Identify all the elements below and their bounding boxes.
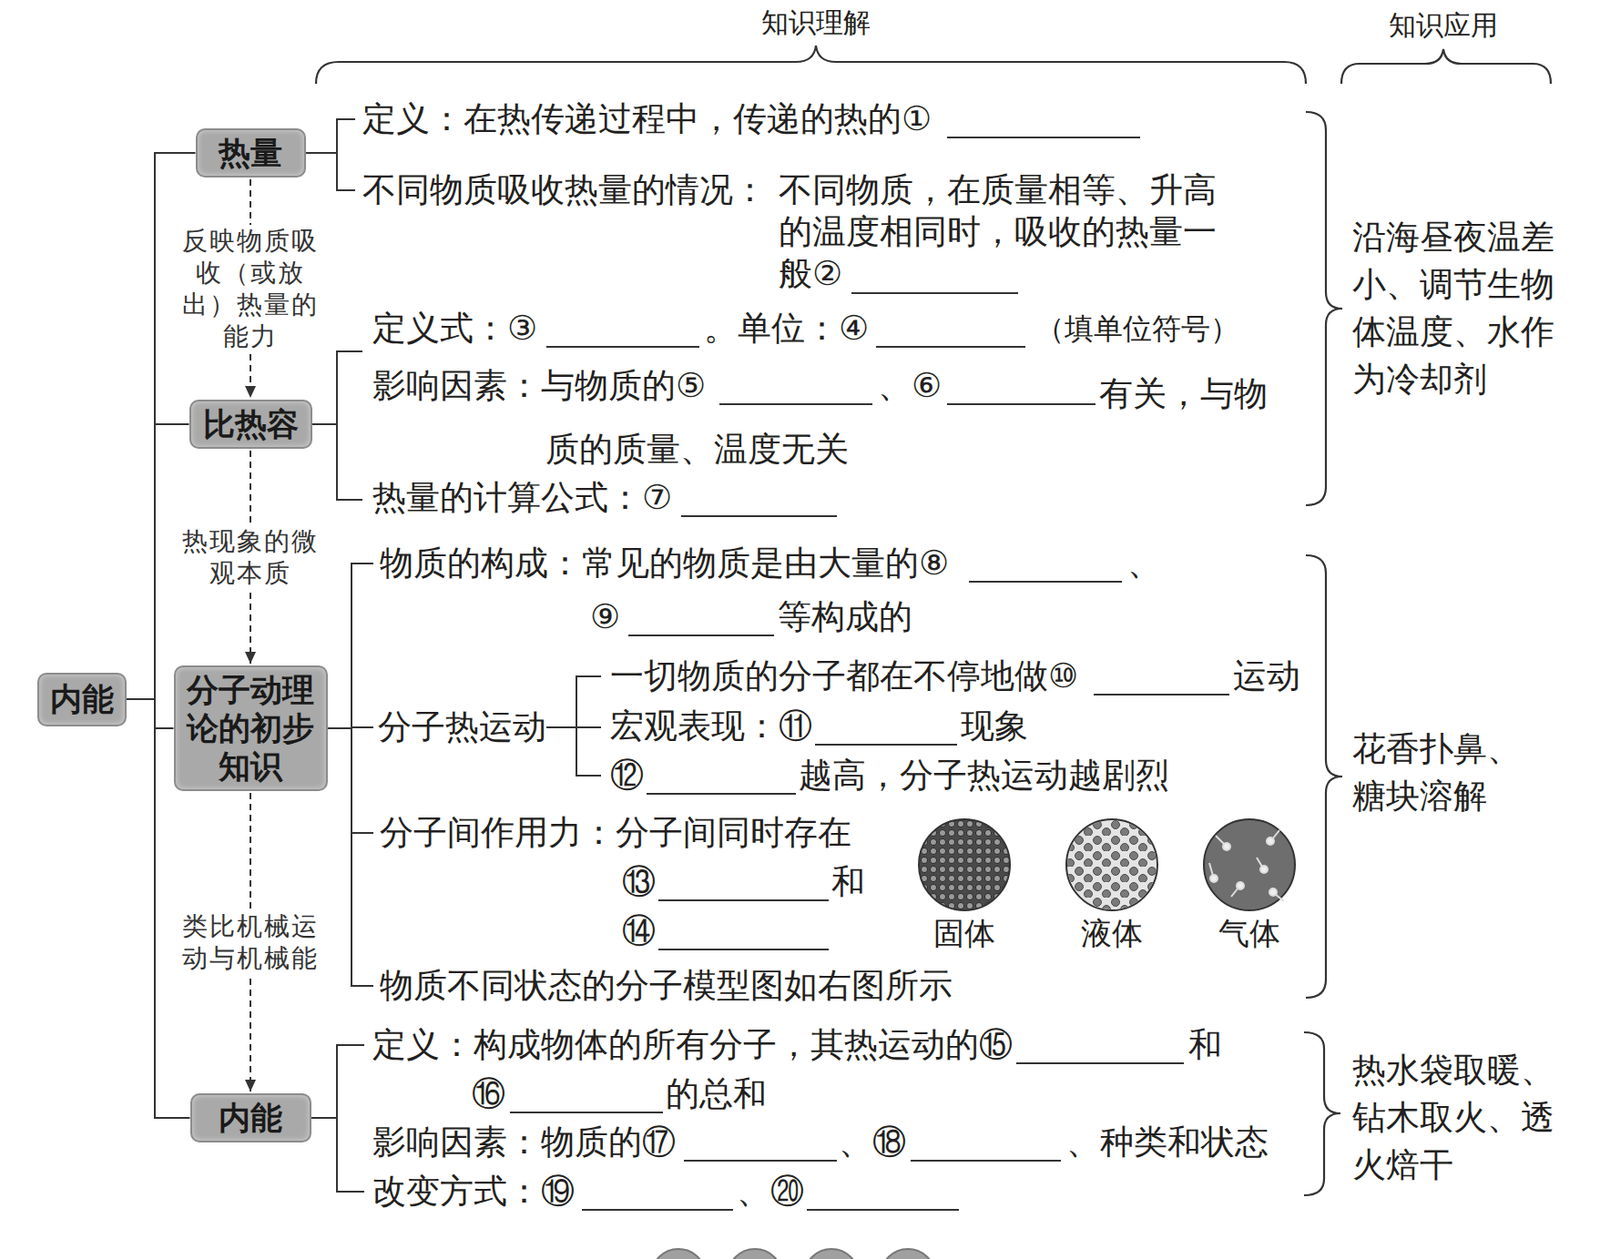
text-label: 、⑱ — [838, 1122, 907, 1163]
text-block: 热水袋取暖、钻木取火、透火焙干 — [1352, 1047, 1562, 1190]
text-label: 一切物质的分子都在不停地做⑩ — [610, 656, 1079, 697]
heading-label: 气体 — [1218, 913, 1281, 954]
box-label: 热量 — [218, 133, 283, 173]
text-label: 物质的构成：常见的物质是由大量的⑧ — [379, 543, 949, 584]
text-label: ⑫ — [610, 755, 644, 796]
connector-label: 热现象的微观本质 — [177, 525, 324, 590]
topic-box: 比热容 — [189, 399, 313, 449]
text-label: 定义：在热传递过程中，传递的热的① — [362, 99, 932, 140]
text-block: 不同物质，在质量相等、升高的温度相同时，吸收的热量一般② — [778, 169, 1225, 296]
text-block: 沿海昼夜温差小、调节生物体温度、水作为冷却剂 — [1352, 214, 1562, 404]
text-label: 等构成的 — [777, 597, 913, 638]
box-text-group: 分子动理论的初步知识 — [184, 671, 317, 786]
text-label: 、⑳ — [736, 1171, 805, 1213]
heading-label: 知识理解 — [761, 2, 871, 43]
text-label: 物质不同状态的分子模型图如右图所示 — [379, 966, 953, 1007]
text-label: 宏观表现：⑪ — [610, 706, 813, 747]
box-label: 内能 — [50, 680, 114, 719]
root-box: 内能 — [37, 672, 127, 727]
text-label: 、 — [1127, 543, 1162, 584]
text-label: ⑬ — [621, 862, 656, 903]
box-text-group: 热量 — [218, 133, 283, 173]
connector-label: 反映物质吸收（或放出）热量的能力 — [177, 224, 324, 353]
text-label: 改变方式：⑲ — [372, 1171, 575, 1213]
text-label: 定义：构成物体的所有分子，其热运动的⑮ — [372, 1025, 1013, 1066]
topic-box: 热量 — [195, 128, 306, 178]
arrowhead — [244, 386, 256, 398]
arrowhead — [244, 1080, 256, 1092]
text-label: 现象 — [960, 706, 1029, 747]
connector — [126, 699, 174, 729]
text-label: 不同物质吸收热量的情况： — [362, 170, 767, 211]
connector-line — [126, 699, 174, 729]
text-block: 有关，与物质的质量、温度无关 — [545, 366, 1274, 478]
heading-label: 固体 — [933, 913, 996, 954]
text-label: ⑭ — [621, 911, 656, 952]
box-text-group: 内能 — [218, 1099, 283, 1138]
text-label: ⑯ — [471, 1074, 506, 1115]
box-label: 内能 — [218, 1099, 283, 1138]
arrowhead — [244, 652, 256, 664]
text-label: 影响因素：与物质的⑤ — [372, 366, 706, 407]
connector-label: 类比机械运动与机械能 — [177, 910, 324, 975]
box-label: 比热容 — [203, 405, 299, 444]
text-label: ⑨ — [590, 597, 621, 638]
text-label: 热量的计算公式：⑦ — [372, 478, 673, 519]
text-label: 分子热运动 — [377, 707, 547, 748]
heading-label: 液体 — [1080, 913, 1143, 954]
text-label: 和 — [1188, 1025, 1223, 1066]
text-label: 和 — [831, 862, 866, 903]
page-decoration — [651, 1249, 936, 1259]
molecule-model — [918, 819, 1295, 911]
text-label: （填单位符号） — [1035, 308, 1240, 349]
text-label: 、⑥ — [877, 366, 942, 407]
text-label: 。单位：④ — [703, 308, 869, 349]
box-label: 分子动理论的初步知识 — [184, 671, 317, 786]
topic-box: 分子动理论的初步知识 — [173, 665, 328, 792]
text-label: 影响因素：物质的⑰ — [372, 1122, 676, 1163]
text-label: 的总和 — [665, 1074, 767, 1115]
box-text-group: 比热容 — [203, 405, 299, 444]
box-text-group: 内能 — [50, 680, 114, 719]
text-label: 越高，分子热运动越剧烈 — [798, 755, 1170, 796]
heading-label: 知识应用 — [1388, 5, 1499, 46]
topic-box: 内能 — [190, 1093, 312, 1143]
text-label: 运动 — [1233, 656, 1301, 697]
text-label: 、种类和状态 — [1066, 1122, 1269, 1163]
text-label: 定义式：③ — [372, 308, 538, 349]
text-label: 分子间作用力：分子间同时存在 — [379, 813, 852, 854]
text-block: 花香扑鼻、糖块溶解 — [1352, 725, 1528, 821]
